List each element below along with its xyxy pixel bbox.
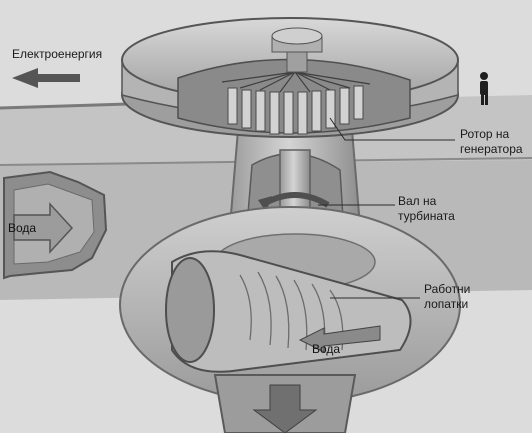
label-shaft-line2: турбината	[398, 209, 455, 223]
hub-shaft	[287, 52, 307, 72]
label-shaft-line1: Вал на	[398, 194, 437, 208]
label-rotor-line1: Ротор на	[460, 127, 510, 141]
label-blades-line1: Работни	[424, 282, 470, 296]
label-water-bottom: Вода	[312, 342, 340, 356]
label-rotor-line2: генератора	[460, 142, 523, 156]
pipe-opening	[166, 258, 214, 362]
label-water-left: Вода	[8, 221, 36, 235]
label-electricity: Електроенергия	[12, 47, 102, 61]
hub-cap	[272, 28, 322, 44]
label-blades-line2: лопатки	[424, 297, 468, 311]
person-silhouette	[480, 72, 488, 105]
